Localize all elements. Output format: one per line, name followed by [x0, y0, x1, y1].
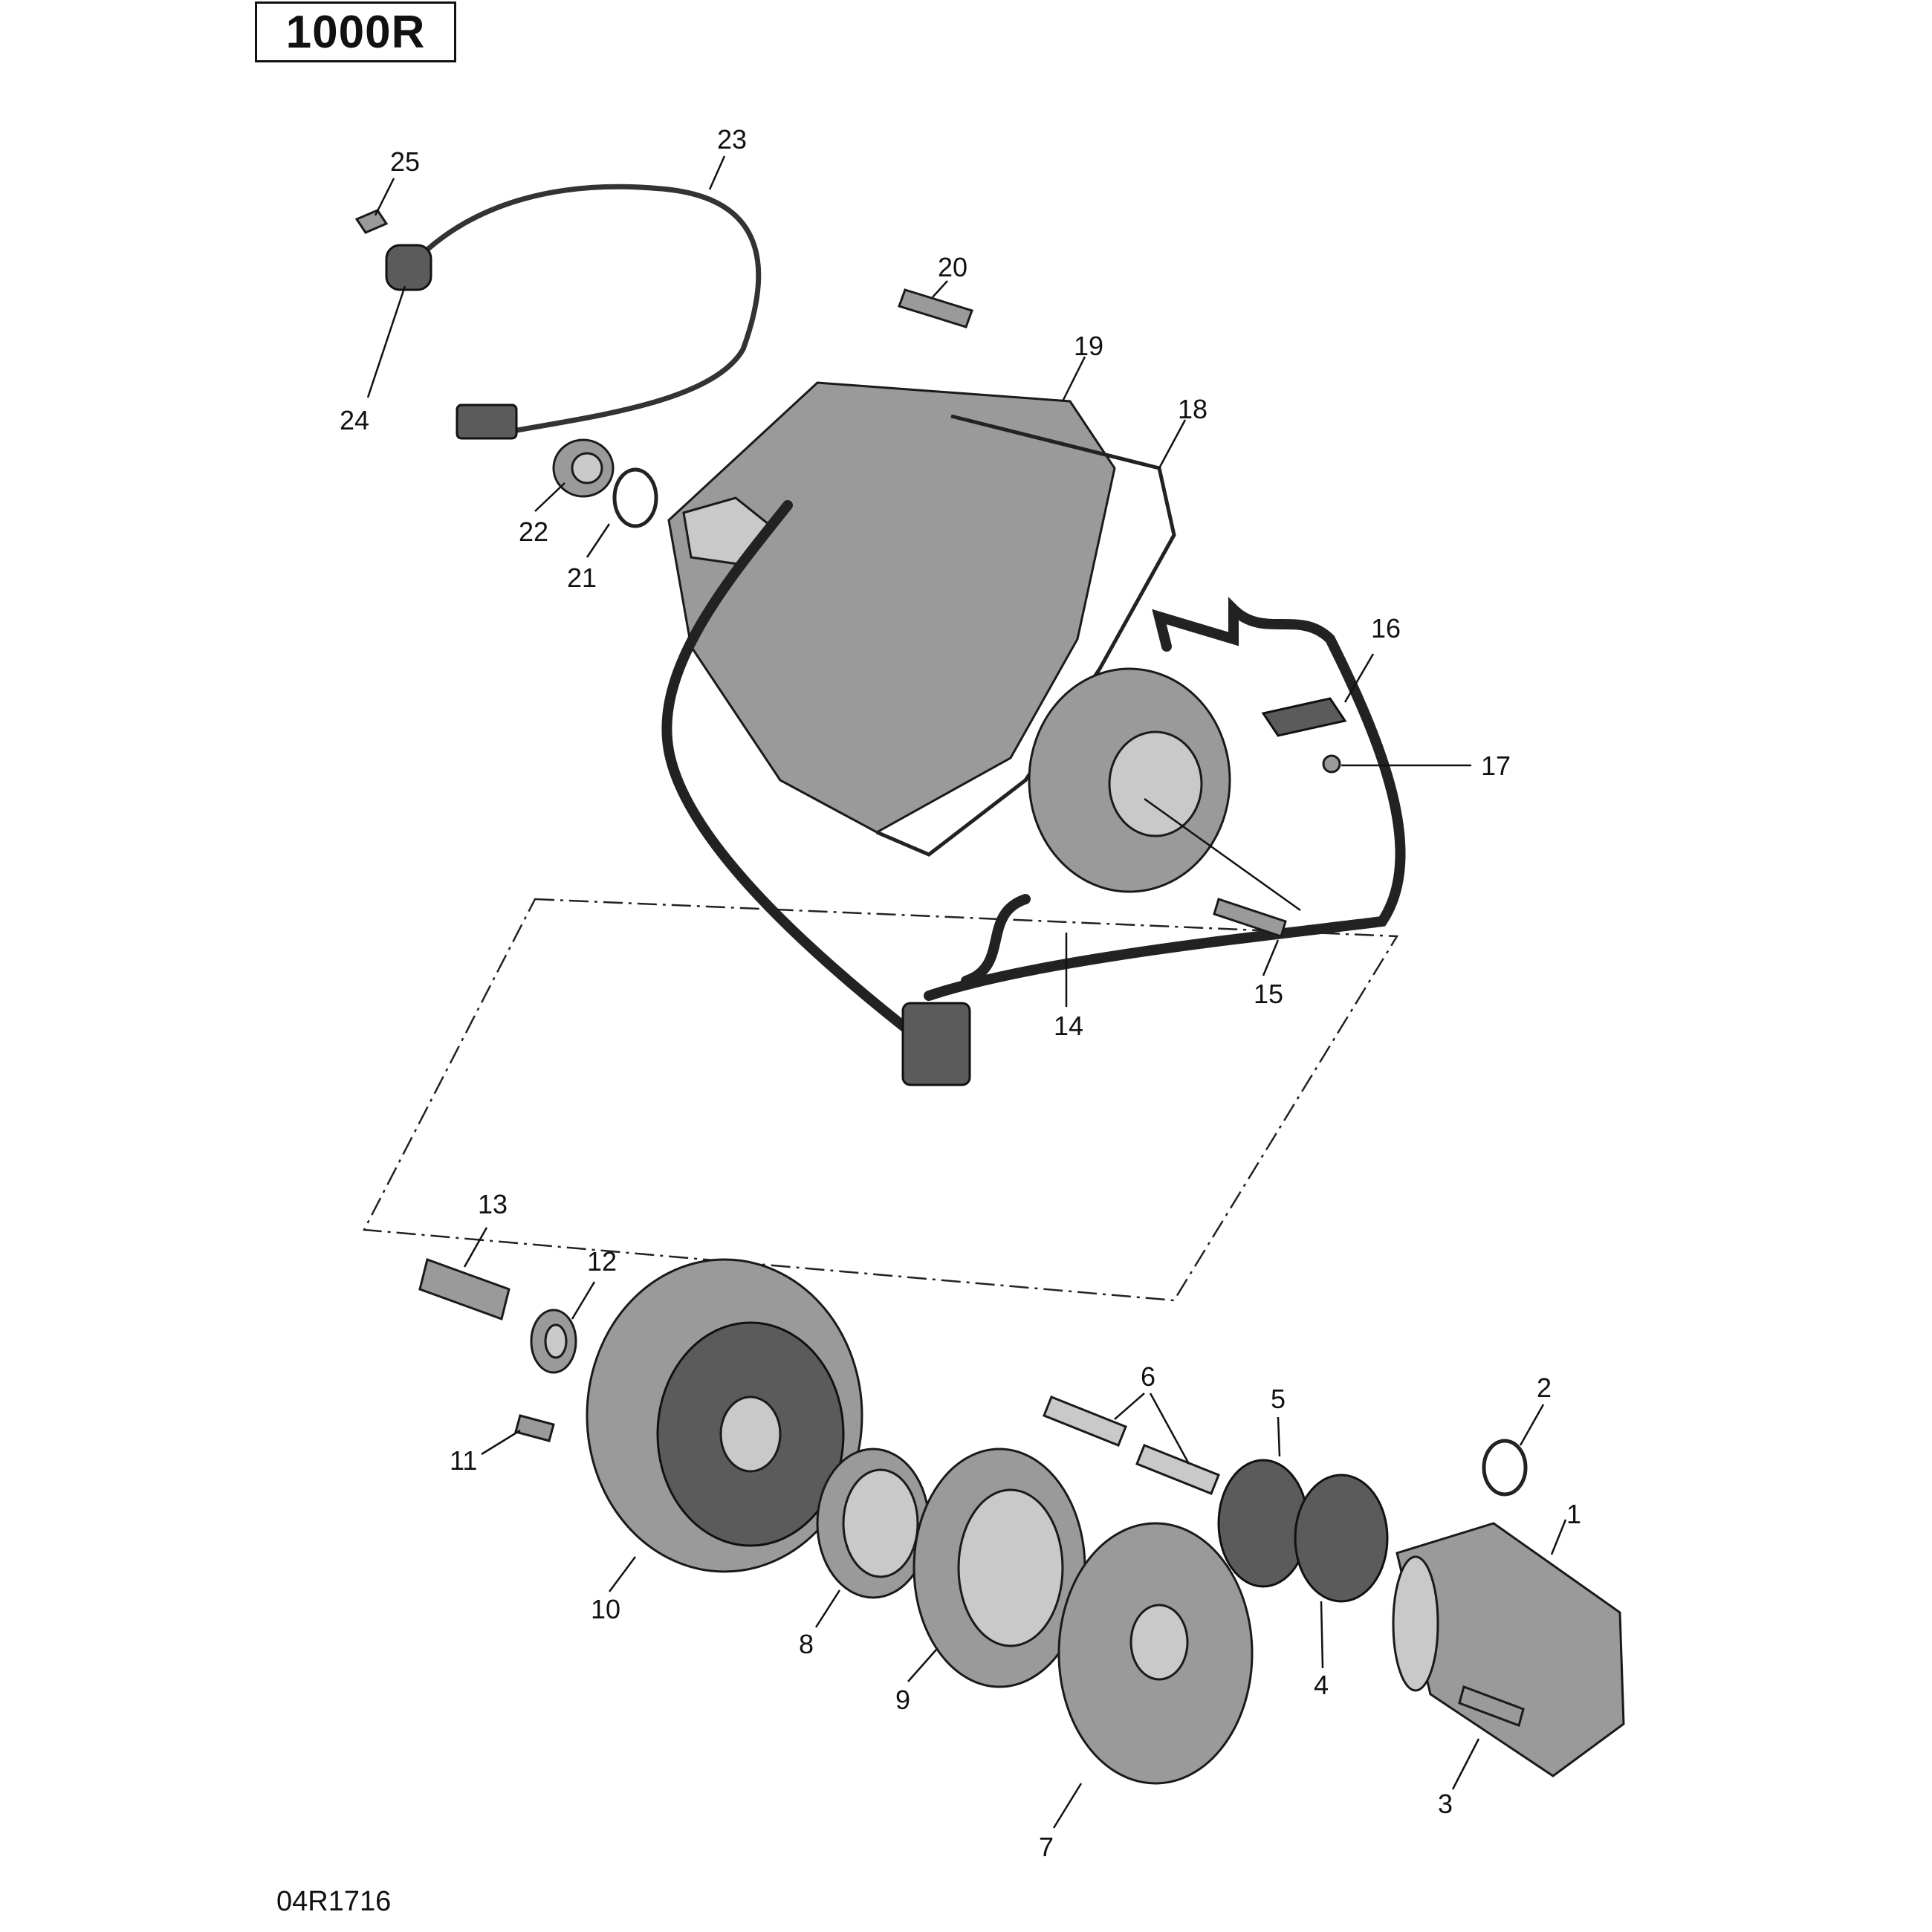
sensor-wire	[413, 184, 762, 434]
callout-19: 19	[1074, 331, 1103, 361]
callout-21: 21	[567, 563, 597, 593]
stator-part-14	[1028, 667, 1231, 893]
leader-2	[1519, 1404, 1545, 1446]
cable-clamp-16	[1261, 697, 1347, 737]
leader-1	[1550, 1519, 1567, 1555]
callout-4: 4	[1314, 1670, 1329, 1700]
leader-16	[1343, 653, 1375, 703]
leader-lines	[366, 155, 1567, 1829]
callout-16: 16	[1371, 613, 1401, 644]
plate-9-inner	[957, 1488, 1064, 1647]
flywheel-bolt-13	[418, 1258, 510, 1320]
callout-numbers: 1 2 3 4 5 6 7 8 9 10 11 12 13 14 15 16 1…	[340, 124, 1581, 1862]
callout-8: 8	[799, 1629, 814, 1659]
leader-8	[814, 1589, 841, 1628]
callout-18: 18	[1178, 394, 1208, 424]
leader-4	[1320, 1601, 1324, 1669]
leader-19	[1061, 356, 1086, 402]
model-label-box: 1000R	[255, 1, 456, 62]
pin-6a	[1043, 1395, 1127, 1447]
leader-21	[586, 523, 611, 558]
callout-17: 17	[1481, 751, 1511, 781]
cover-bolt-20	[898, 288, 973, 328]
starter-end	[1392, 1555, 1439, 1692]
callout-23: 23	[717, 124, 747, 155]
model-label: 1000R	[285, 6, 426, 58]
screw-17	[1322, 754, 1341, 774]
stator-core	[1108, 730, 1203, 837]
starter-body	[1395, 1522, 1625, 1777]
stator-harness	[661, 500, 1406, 1046]
starter-motor-part-1	[1392, 1522, 1625, 1777]
leader-6b	[1149, 1393, 1190, 1465]
callout-12: 12	[587, 1246, 617, 1277]
leader-5	[1277, 1416, 1281, 1457]
leader-24	[366, 285, 406, 398]
callout-20: 20	[938, 252, 967, 282]
callout-9: 9	[895, 1685, 910, 1715]
sensor-body	[385, 244, 432, 291]
leader-25	[374, 178, 395, 216]
gear-7-hub	[1129, 1604, 1189, 1681]
callout-3: 3	[1438, 1789, 1453, 1819]
leader-20	[932, 280, 948, 298]
reference-code: 04R1716	[276, 1886, 392, 1917]
leader-23	[708, 155, 726, 190]
callout-7: 7	[1039, 1832, 1054, 1862]
part-sensor-assembly	[354, 184, 762, 440]
callout-24: 24	[340, 405, 369, 435]
sensor-connector	[456, 403, 518, 440]
leader-14b	[1144, 797, 1301, 912]
callout-2: 2	[1537, 1372, 1552, 1403]
seal-inner	[571, 452, 603, 484]
gear-4	[1294, 1474, 1389, 1603]
callout-22: 22	[519, 516, 548, 547]
starter-bolt-3	[1458, 1685, 1525, 1727]
callout-6: 6	[1141, 1361, 1155, 1392]
flywheel-hub	[719, 1395, 782, 1473]
leader-11	[481, 1429, 521, 1456]
callout-1: 1	[1566, 1499, 1581, 1529]
callout-13: 13	[478, 1189, 508, 1219]
callout-10: 10	[591, 1594, 620, 1624]
ring-8-inner	[842, 1468, 919, 1578]
leader-15	[1262, 939, 1280, 976]
leader-22	[534, 482, 565, 512]
callout-5: 5	[1271, 1384, 1286, 1414]
pin-6b	[1135, 1444, 1220, 1495]
flywheel-part-10	[586, 1258, 863, 1573]
magneto-cover	[667, 381, 1116, 834]
leader-18	[1158, 419, 1187, 469]
o-ring-21	[612, 467, 658, 528]
leader-10	[608, 1556, 637, 1592]
leader-3	[1451, 1738, 1480, 1790]
leader-9	[907, 1649, 937, 1682]
callout-15: 15	[1254, 979, 1283, 1009]
leader-7	[1052, 1783, 1083, 1829]
screw-11	[514, 1414, 555, 1442]
stator-bolt-15	[1213, 898, 1287, 938]
gear-5	[1217, 1459, 1309, 1588]
washer-12-hole	[544, 1323, 568, 1359]
assembly-dash-frame	[363, 898, 1399, 1302]
o-ring-2	[1482, 1439, 1528, 1497]
harness-connector	[901, 1002, 971, 1086]
callout-14: 14	[1054, 1011, 1083, 1041]
callout-11: 11	[450, 1445, 477, 1476]
leader-12	[571, 1281, 596, 1320]
callout-25: 25	[390, 146, 420, 177]
sensor-bolt	[354, 209, 389, 234]
leader-6a	[1114, 1393, 1145, 1420]
leader-13	[463, 1227, 488, 1268]
